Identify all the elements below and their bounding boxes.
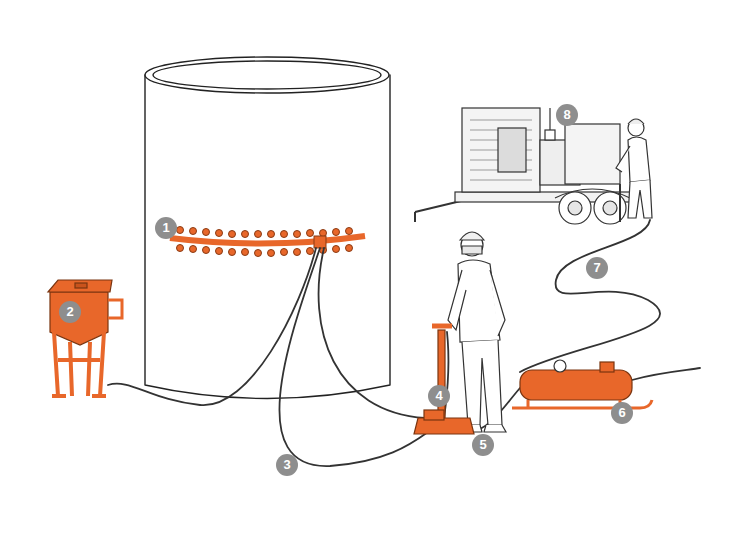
hand-pump-operator [448, 232, 506, 432]
callout-number: 8 [556, 104, 578, 126]
gas-cylinder [512, 360, 652, 408]
callout-number: 5 [472, 434, 494, 456]
callout-number: 2 [59, 301, 81, 323]
tank-top [145, 57, 389, 93]
tank-body [145, 75, 390, 399]
callout-number: 4 [428, 385, 450, 407]
callout-number: 3 [276, 454, 298, 476]
hand-pump [414, 326, 474, 434]
hopper [48, 280, 122, 396]
pump-trailer [415, 108, 630, 224]
hoses [108, 220, 700, 466]
clamp-band [170, 227, 365, 257]
tank-rim [153, 61, 381, 89]
callout-number: 6 [611, 402, 633, 424]
callout-number: 7 [586, 257, 608, 279]
callout-number: 1 [155, 217, 177, 239]
pump-operator [616, 119, 652, 218]
